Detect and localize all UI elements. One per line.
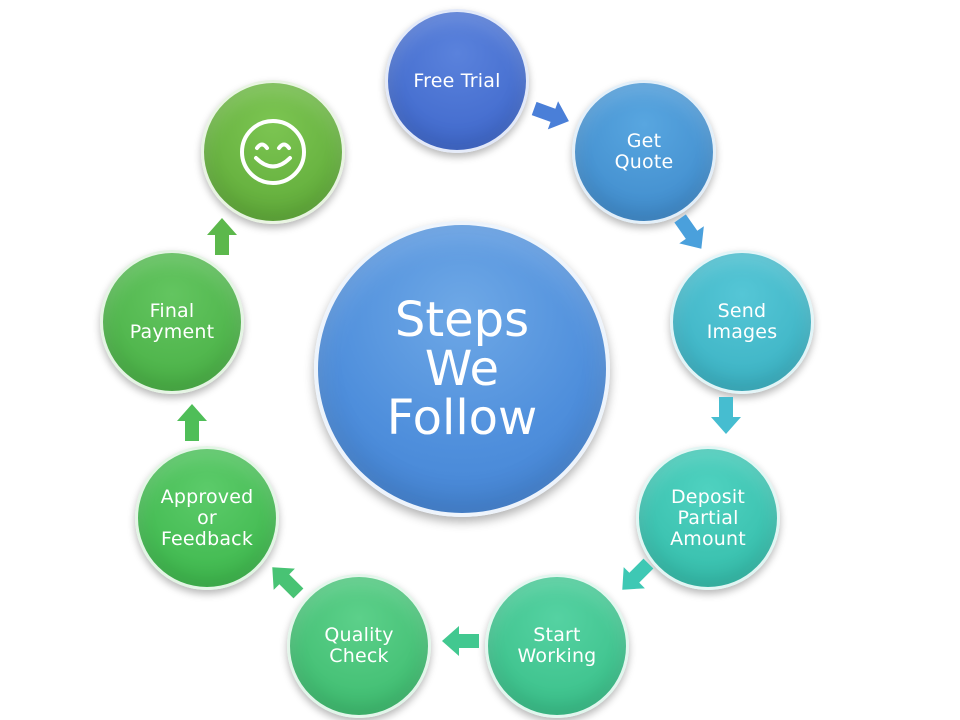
arrow-8-icon (205, 217, 239, 255)
step-free-trial: Free Trial (385, 9, 529, 153)
step-label: Quality Check (324, 624, 394, 667)
step-start-working: Start Working (485, 574, 629, 718)
arrow-7-icon (175, 403, 209, 441)
step-label: Start Working (517, 624, 597, 667)
arrow-4-icon (610, 552, 661, 603)
arrow-3-icon (709, 397, 743, 435)
center-circle: Steps We Follow (314, 221, 610, 517)
step-final-payment: Final Payment (100, 250, 244, 394)
step-quality-check: Quality Check (287, 574, 431, 718)
arrow-1-icon (528, 93, 575, 138)
step-approved-or-feedback: Approved or Feedback (135, 446, 279, 590)
arrow-2-icon (666, 209, 716, 260)
smiley-face-icon (238, 117, 308, 187)
step-label: Send Images (706, 300, 778, 343)
step-label: Free Trial (413, 69, 501, 92)
center-title: Steps We Follow (386, 291, 538, 446)
step-label: Final Payment (129, 300, 215, 343)
arrow-6-icon (260, 555, 311, 606)
arrow-5-icon (441, 624, 479, 658)
step-label: Get Quote (614, 130, 674, 173)
step-label: Approved or Feedback (160, 485, 254, 550)
step-send-images: Send Images (670, 250, 814, 394)
step-label: Deposit Partial Amount (670, 485, 746, 550)
step-satisfied (201, 80, 345, 224)
step-get-quote: Get Quote (572, 80, 716, 224)
step-deposit-partial-amount: Deposit Partial Amount (636, 446, 780, 590)
